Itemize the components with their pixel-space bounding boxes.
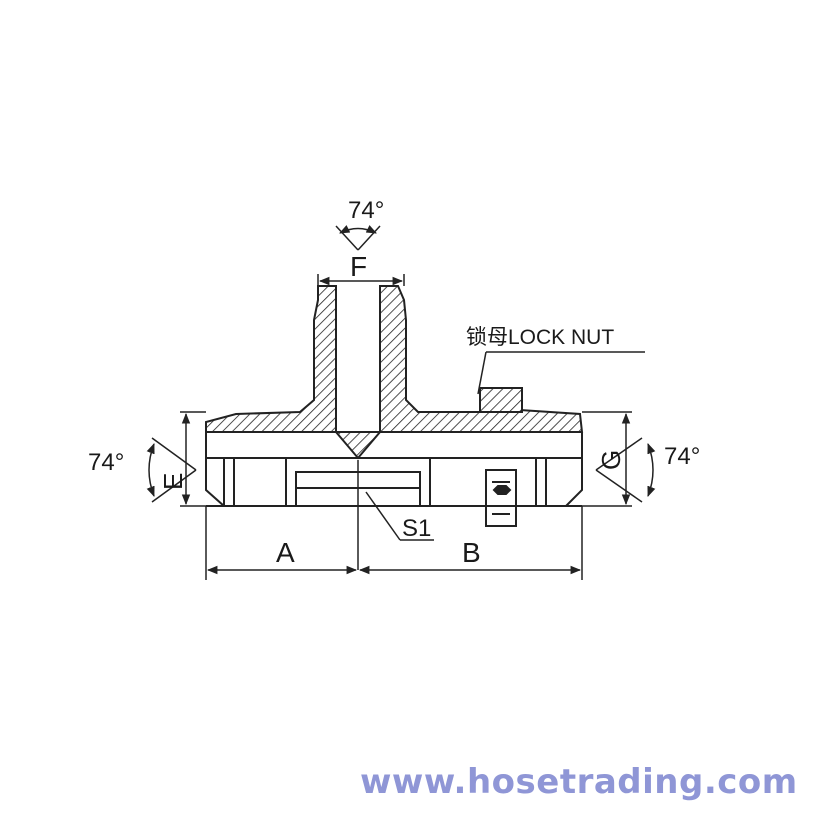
lock-nut-label: 锁母LOCK NUT xyxy=(466,326,614,349)
f-label: F xyxy=(350,251,367,282)
s1-label: S1 xyxy=(402,515,431,542)
a-label: A xyxy=(276,537,295,568)
left-angle-label: 74° xyxy=(88,449,124,476)
dimension-lines xyxy=(146,225,656,580)
fitting-body xyxy=(205,285,584,570)
lock-nut-block xyxy=(479,387,523,413)
g-label: G xyxy=(596,450,626,470)
dimension-labels: 74° F 锁母LOCK NUT 74° E G 74° S1 A B xyxy=(88,197,700,568)
b-label: B xyxy=(462,537,481,568)
watermark: www.hosetrading.com xyxy=(360,762,798,802)
top-angle-label: 74° xyxy=(348,197,384,224)
right-angle-label: 74° xyxy=(664,443,700,470)
e-label: E xyxy=(158,473,188,490)
